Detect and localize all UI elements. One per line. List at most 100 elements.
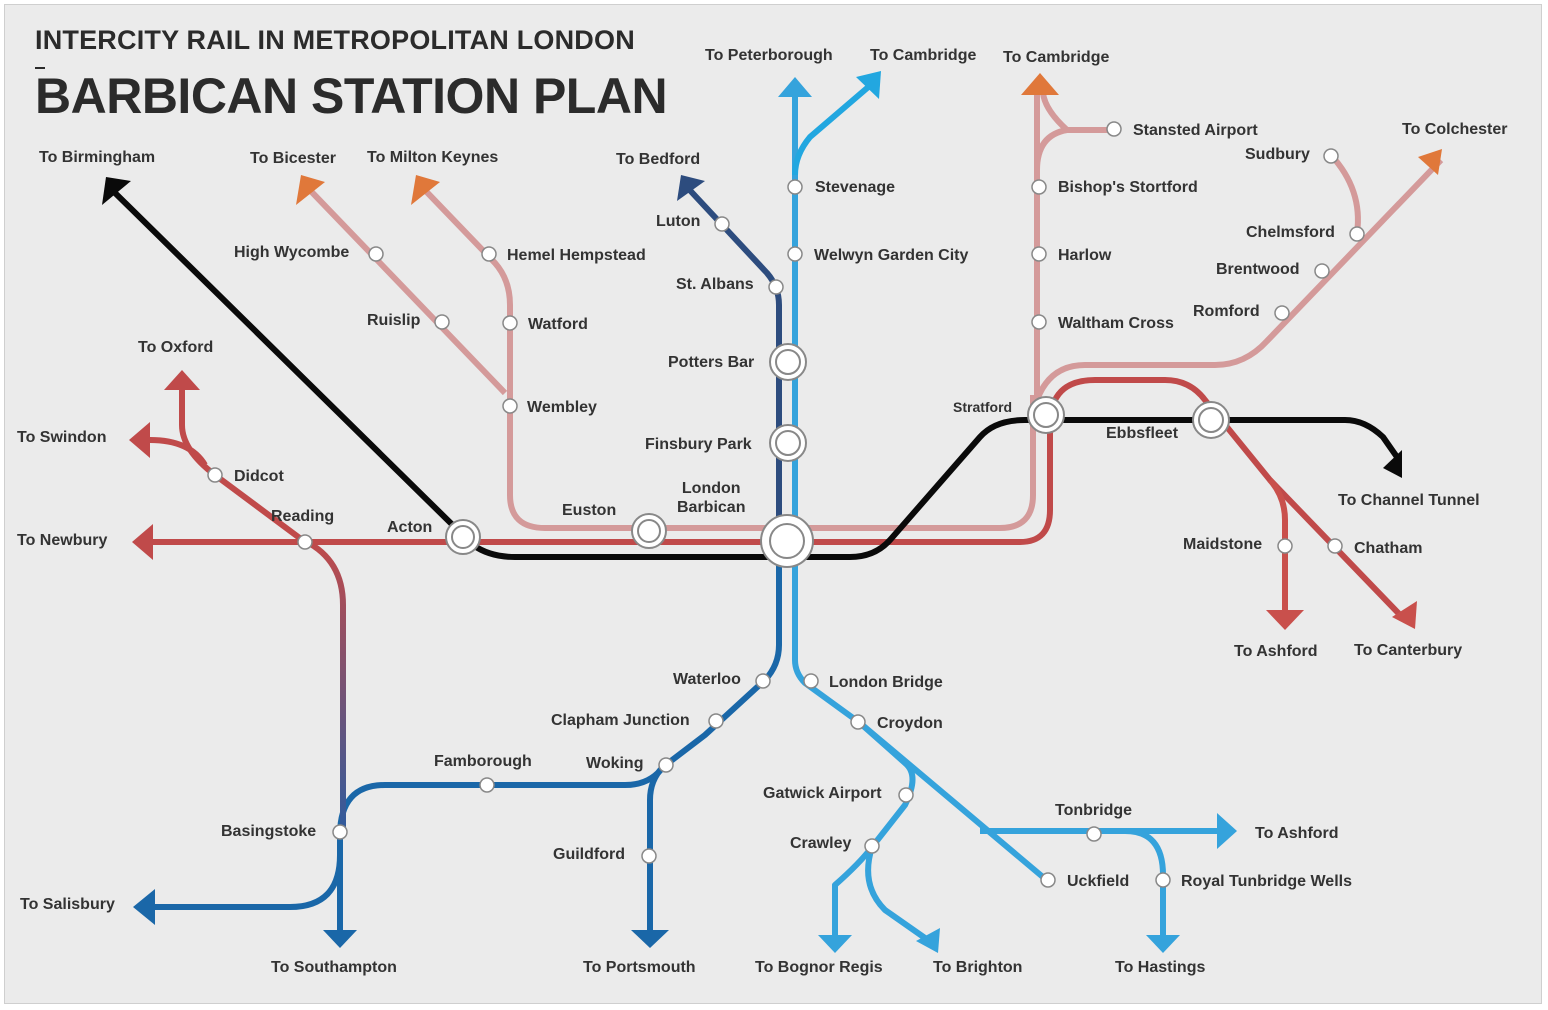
line-bicester — [302, 182, 508, 396]
station-brentwood[interactable] — [1314, 263, 1330, 279]
interchange-potters-bar[interactable] — [769, 343, 807, 381]
interchange-finsbury-park[interactable] — [769, 424, 807, 462]
label-acton: Acton — [387, 519, 433, 536]
arrow-ashford-kent — [1266, 610, 1304, 630]
map-title: BARBICAN STATION PLAN — [35, 68, 668, 124]
station-uckfield[interactable] — [1040, 872, 1056, 888]
label-to-colchester: To Colchester — [1402, 121, 1508, 138]
label-to-salisbury: To Salisbury — [20, 896, 115, 913]
station-reading[interactable] — [297, 534, 313, 550]
interchange-stratford[interactable] — [1027, 396, 1065, 434]
line-west-red — [150, 377, 1408, 623]
label-reading: Reading — [271, 508, 335, 525]
station-clapham[interactable] — [708, 713, 724, 729]
arrow-oxford — [164, 370, 200, 390]
station-london-bridge[interactable] — [803, 673, 819, 689]
line-cambridge-blue — [792, 80, 875, 176]
label-to-cambridge-2: To Cambridge — [1003, 49, 1110, 66]
station-croydon[interactable] — [850, 714, 866, 730]
label-tonbridge: Tonbridge — [1055, 802, 1133, 819]
arrow-canterbury — [1392, 601, 1417, 629]
interchange-euston[interactable] — [631, 513, 667, 549]
station-didcot[interactable] — [207, 467, 223, 483]
arrow-ashford-south — [1217, 813, 1237, 849]
station-welwyn[interactable] — [787, 246, 803, 262]
label-romford: Romford — [1193, 303, 1260, 320]
line-uckfield — [858, 720, 1052, 886]
label-didcot: Didcot — [234, 468, 284, 485]
station-chatham[interactable] — [1327, 538, 1343, 554]
arrow-brighton — [916, 928, 940, 953]
station-waterloo[interactable] — [755, 673, 771, 689]
rail-network — [102, 71, 1444, 953]
title-rule — [35, 67, 45, 69]
label-to-newbury: To Newbury — [17, 532, 108, 549]
arrow-portsmouth — [631, 930, 669, 948]
station-sudbury[interactable] — [1323, 148, 1339, 164]
label-to-birmingham: To Birmingham — [39, 149, 156, 166]
station-guildford[interactable] — [641, 848, 657, 864]
label-to-oxford: To Oxford — [138, 339, 214, 356]
label-famborough: Famborough — [434, 753, 532, 770]
station-woking[interactable] — [658, 757, 674, 773]
station-basingstoke[interactable] — [332, 824, 348, 840]
arrow-bicester — [296, 175, 325, 205]
station-bishops-stortford[interactable] — [1031, 179, 1047, 195]
station-waltham-cross[interactable] — [1031, 314, 1047, 330]
station-ruislip[interactable] — [434, 314, 450, 330]
station-st-albans[interactable] — [768, 279, 784, 295]
label-to-canterbury: To Canterbury — [1354, 642, 1463, 659]
arrow-hastings — [1146, 935, 1180, 953]
station-hemel-hempstead[interactable] — [481, 246, 497, 262]
station-famborough[interactable] — [479, 777, 495, 793]
station-watford[interactable] — [502, 315, 518, 331]
station-crawley[interactable] — [864, 838, 880, 854]
label-bishops-stortford: Bishop's Stortford — [1058, 179, 1198, 196]
station-stevenage[interactable] — [787, 179, 803, 195]
interchange-acton[interactable] — [445, 519, 481, 555]
label-basingstoke: Basingstoke — [221, 823, 317, 840]
station-chelmsford[interactable] — [1349, 226, 1365, 242]
label-london-barbican: London Barbican — [677, 480, 746, 516]
label-ebbsfleet: Ebbsfleet — [1106, 425, 1179, 442]
line-reading-basingstoke — [303, 538, 346, 835]
label-uckfield: Uckfield — [1067, 873, 1130, 890]
line-southeast — [792, 541, 916, 945]
label-to-bognor-regis: To Bognor Regis — [755, 959, 883, 976]
label-to-portsmouth: To Portsmouth — [583, 959, 696, 976]
label-sudbury: Sudbury — [1245, 146, 1310, 163]
interchange-ebbsfleet[interactable] — [1192, 401, 1230, 439]
label-chelmsford: Chelmsford — [1246, 224, 1335, 241]
station-romford[interactable] — [1274, 305, 1290, 321]
label-to-milton-keynes: To Milton Keynes — [367, 149, 499, 166]
station-maidstone[interactable] — [1277, 538, 1293, 554]
label-euston: Euston — [562, 502, 617, 519]
arrow-channel-tunnel — [1383, 450, 1402, 478]
label-crawley: Crawley — [790, 835, 852, 852]
label-wembley: Wembley — [527, 399, 597, 416]
interchange-london-barbican[interactable] — [760, 514, 814, 568]
label-to-bedford: To Bedford — [616, 151, 701, 168]
label-to-swindon: To Swindon — [17, 429, 107, 446]
station-luton[interactable] — [714, 216, 730, 232]
arrow-milton-keynes — [411, 175, 440, 205]
arrow-southampton — [323, 930, 357, 948]
label-harlow: Harlow — [1058, 247, 1112, 264]
station-gatwick[interactable] — [898, 787, 914, 803]
station-high-wycombe[interactable] — [368, 246, 384, 262]
line-ashford-red — [1267, 478, 1288, 615]
station-royal-tunbridge[interactable] — [1155, 872, 1171, 888]
label-luton: Luton — [656, 213, 701, 230]
label-brentwood: Brentwood — [1216, 261, 1300, 278]
station-stansted[interactable] — [1106, 121, 1122, 137]
arrow-colchester — [1418, 149, 1442, 175]
station-harlow[interactable] — [1031, 246, 1047, 262]
line-portsmouth — [647, 541, 782, 930]
label-gatwick: Gatwick Airport — [763, 785, 882, 802]
line-milton-keynes — [417, 182, 1036, 531]
station-wembley[interactable] — [502, 398, 518, 414]
label-potters-bar: Potters Bar — [668, 354, 755, 371]
label-hemel-hempstead: Hemel Hempstead — [507, 247, 646, 264]
label-to-ashford-kent: To Ashford — [1234, 643, 1318, 660]
station-tonbridge[interactable] — [1086, 826, 1102, 842]
